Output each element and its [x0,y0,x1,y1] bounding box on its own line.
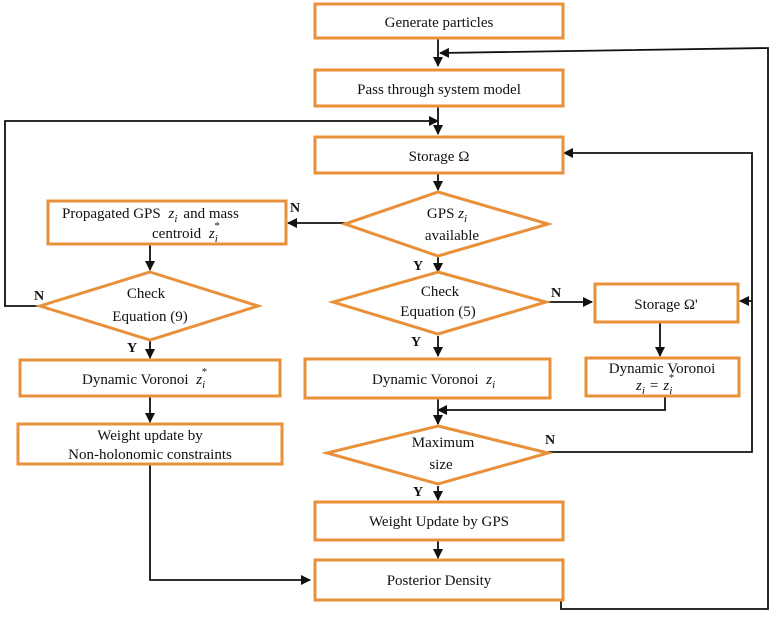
node-posterior: Posterior Density [313,558,565,602]
edge-max-no-loop [548,148,753,453]
weight-gps-label: Weight Update by GPS [369,514,509,530]
storage-label: Storage Ω [409,149,470,165]
voronoi-right-line2: zi=zi* [635,372,674,397]
node-generate: Generate particles [313,2,565,40]
node-storage: Storage Ω [313,135,565,175]
voronoi-right-line1: Dynamic Voronoi [609,361,716,377]
check9-line1: Check [127,286,166,302]
max-no-label: N [545,433,555,448]
max-yes-label: Y [413,485,423,500]
generate-label: Generate particles [385,15,494,31]
check9-no-label: N [34,289,44,304]
connectors [4,38,769,610]
node-voronoi-right: Dynamic Voronoi zi=zi* [584,356,741,398]
edge-labels: N Y N Y N Y N Y [34,201,561,500]
propagated-line2: centroid zi* [152,220,220,245]
edge-check9-no-loop [4,116,439,307]
weight-nh-line2: Non-holonomic constraints [68,447,232,463]
check9-yes-label: Y [127,341,137,356]
gps-yes-label: Y [413,259,423,274]
voronoi-left-label: Dynamic Voronoi zi* [82,366,207,391]
node-voronoi-left: Dynamic Voronoi zi* [18,358,282,398]
posterior-label: Posterior Density [387,573,492,589]
check9-line2: Equation (9) [112,309,187,325]
node-max-size: Maximum size [321,424,554,486]
storage-prime-label: Storage Ω' [634,297,698,313]
node-storage-prime: Storage Ω' [593,282,740,324]
gps-available-line2: available [425,228,479,244]
node-check5: Check Equation (5) [327,270,552,336]
node-check9: Check Equation (9) [34,270,263,342]
node-voronoi-mid: Dynamic Voronoi zi [303,357,552,400]
check5-line2: Equation (5) [400,304,475,320]
node-weight-gps: Weight Update by GPS [313,500,565,542]
edge-weight-nh-to-posterior [149,464,311,585]
edge-voronoi-right-to-max [437,396,666,415]
check5-yes-label: Y [411,335,421,350]
system-model-label: Pass through system model [357,82,521,98]
check5-line1: Check [421,284,460,300]
gps-no-label: N [290,201,300,216]
check5-no-label: N [551,286,561,301]
weight-nh-line1: Weight update by [97,428,203,444]
node-gps-available: GPS zi available [340,190,554,258]
node-weight-nh: Weight update by Non-holonomic constrain… [16,422,284,466]
voronoi-mid-label: Dynamic Voronoi zi [372,372,495,391]
max-size-line1: Maximum [412,435,475,451]
gps-available-line1: GPS zi [427,206,467,225]
node-system-model: Pass through system model [313,68,565,108]
max-size-line2: size [429,457,453,473]
